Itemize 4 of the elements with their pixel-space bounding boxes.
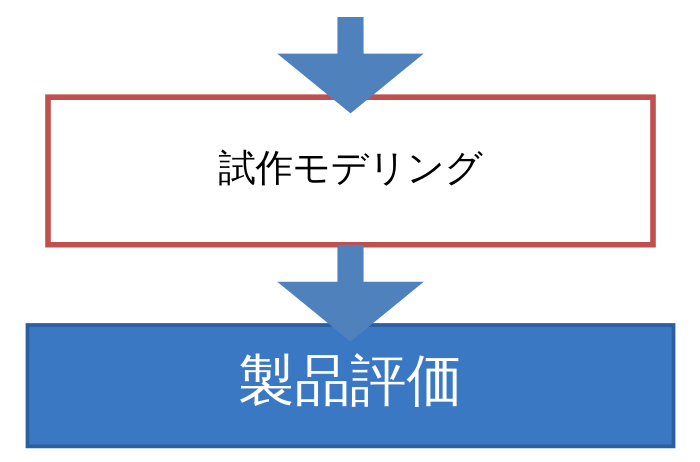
node-box: 試作モデリング: [44, 94, 656, 248]
arrow: [276, 17, 424, 114]
arrow: [276, 244, 424, 342]
node-box: 製品評価: [25, 323, 675, 448]
